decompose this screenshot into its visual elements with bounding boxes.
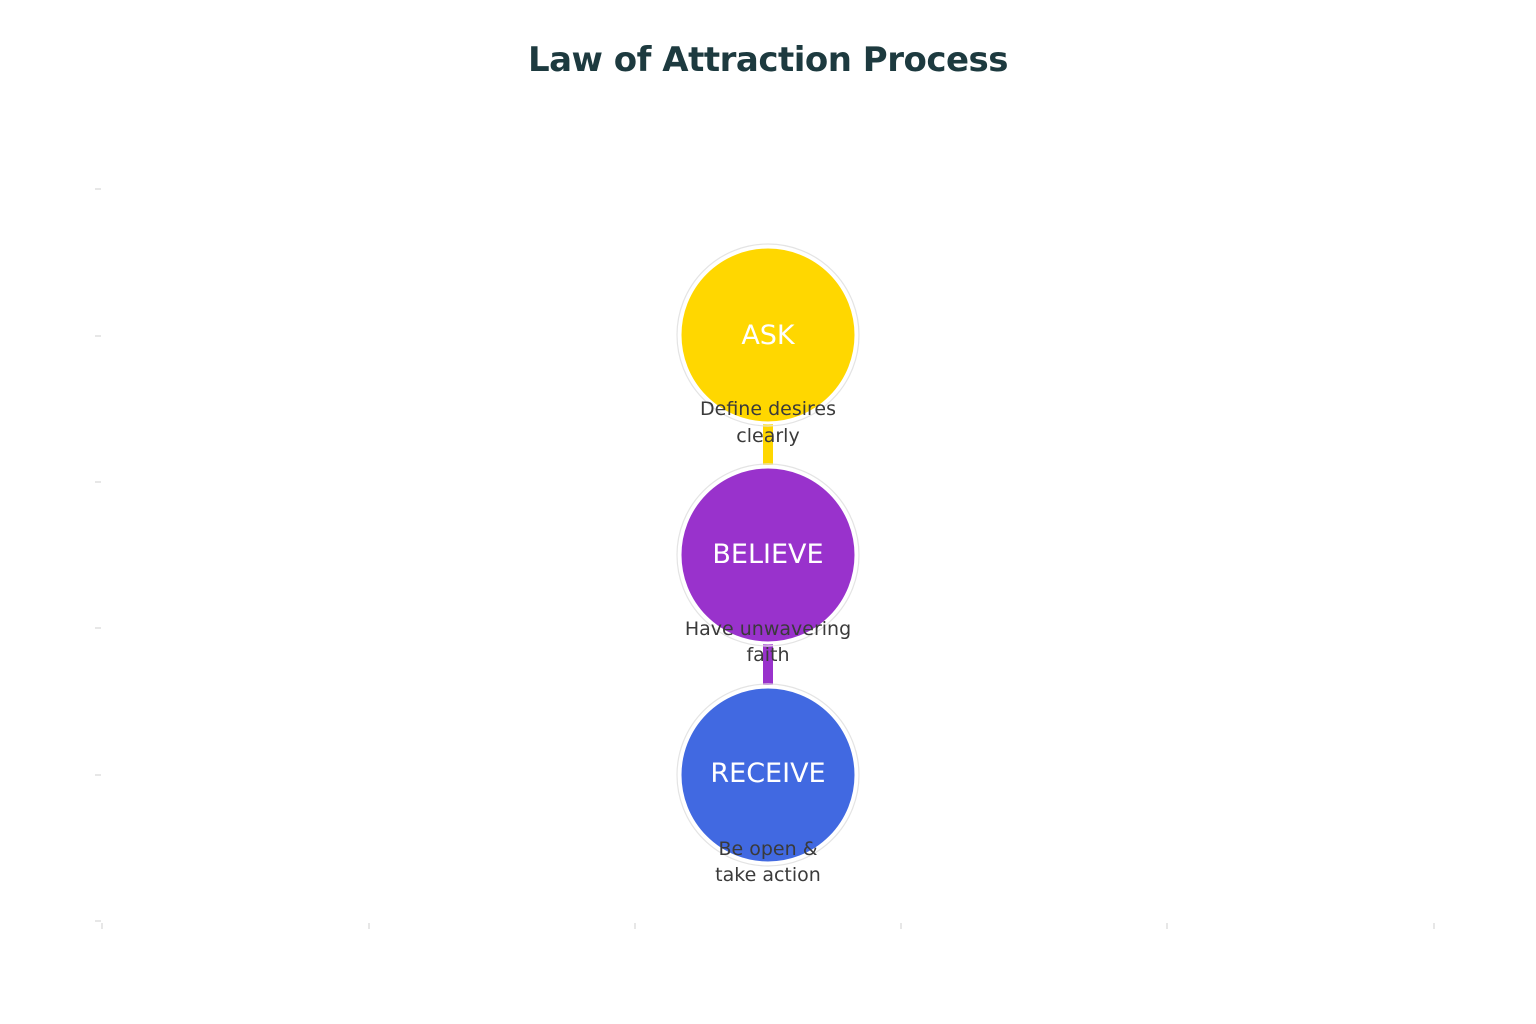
step-circle [678, 245, 858, 425]
step-label: RECEIVE [710, 758, 825, 789]
step-label: BELIEVE [712, 539, 823, 570]
connector-believe-receive [763, 640, 773, 685]
step-description-line-2: faith [746, 644, 789, 666]
step-ask: ASK Define desires clearly [676, 243, 860, 447]
step-description-line-2: take action [715, 864, 821, 886]
step-description-line-1: Have unwavering [685, 618, 851, 640]
step-description-line-1: Define desires [700, 398, 836, 420]
step-circle [678, 685, 858, 865]
step-circle-outline [676, 243, 860, 427]
step-description-line-1: Be open & [718, 838, 817, 860]
step-circle-outline [676, 463, 860, 647]
step-label: ASK [741, 320, 796, 351]
step-believe: BELIEVE Have unwavering faith [676, 463, 860, 666]
step-circle-outline [676, 683, 860, 867]
step-description-line-2: clearly [736, 425, 799, 447]
x-axis-ticks [101, 923, 1435, 929]
connector-ask-believe [763, 420, 773, 465]
page-title: Law of Attraction Process [527, 40, 1009, 80]
step-circle [678, 465, 858, 645]
y-axis-ticks [95, 188, 101, 922]
step-receive: RECEIVE Be open & take action [676, 683, 860, 886]
